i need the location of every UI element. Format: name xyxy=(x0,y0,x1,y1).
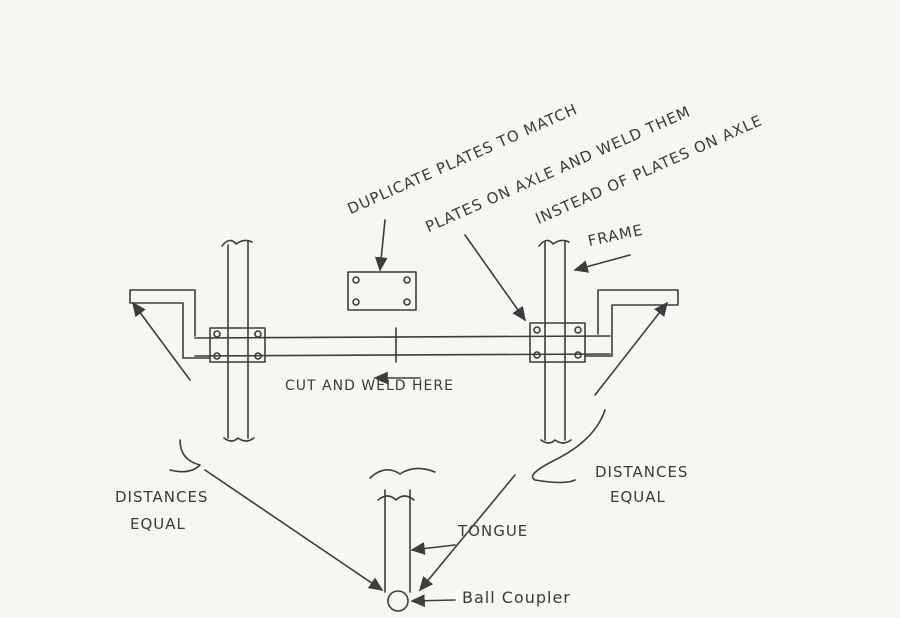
distances-equal-right-2: Equal xyxy=(610,488,666,506)
duplicate-plate xyxy=(347,271,417,311)
distances-equal-left-1: Distances xyxy=(115,488,209,506)
tongue-label: Tongue xyxy=(458,522,529,540)
axle xyxy=(194,335,611,357)
cut-weld-label: Cut and Weld Here xyxy=(285,378,454,394)
tongue xyxy=(369,467,436,593)
right-frame-rail xyxy=(538,239,572,444)
distances-equal-right-1: Distances xyxy=(595,463,689,481)
ball-coupler xyxy=(387,590,409,612)
left-spring-bracket xyxy=(129,289,211,359)
left-axle-plate xyxy=(209,327,266,363)
right-spring-bracket xyxy=(584,289,679,357)
left-frame-rail xyxy=(221,239,255,442)
right-axle-plate xyxy=(529,322,586,363)
distances-equal-left-2: Equal xyxy=(130,515,186,533)
ball-coupler-label: Ball Coupler xyxy=(462,588,571,607)
